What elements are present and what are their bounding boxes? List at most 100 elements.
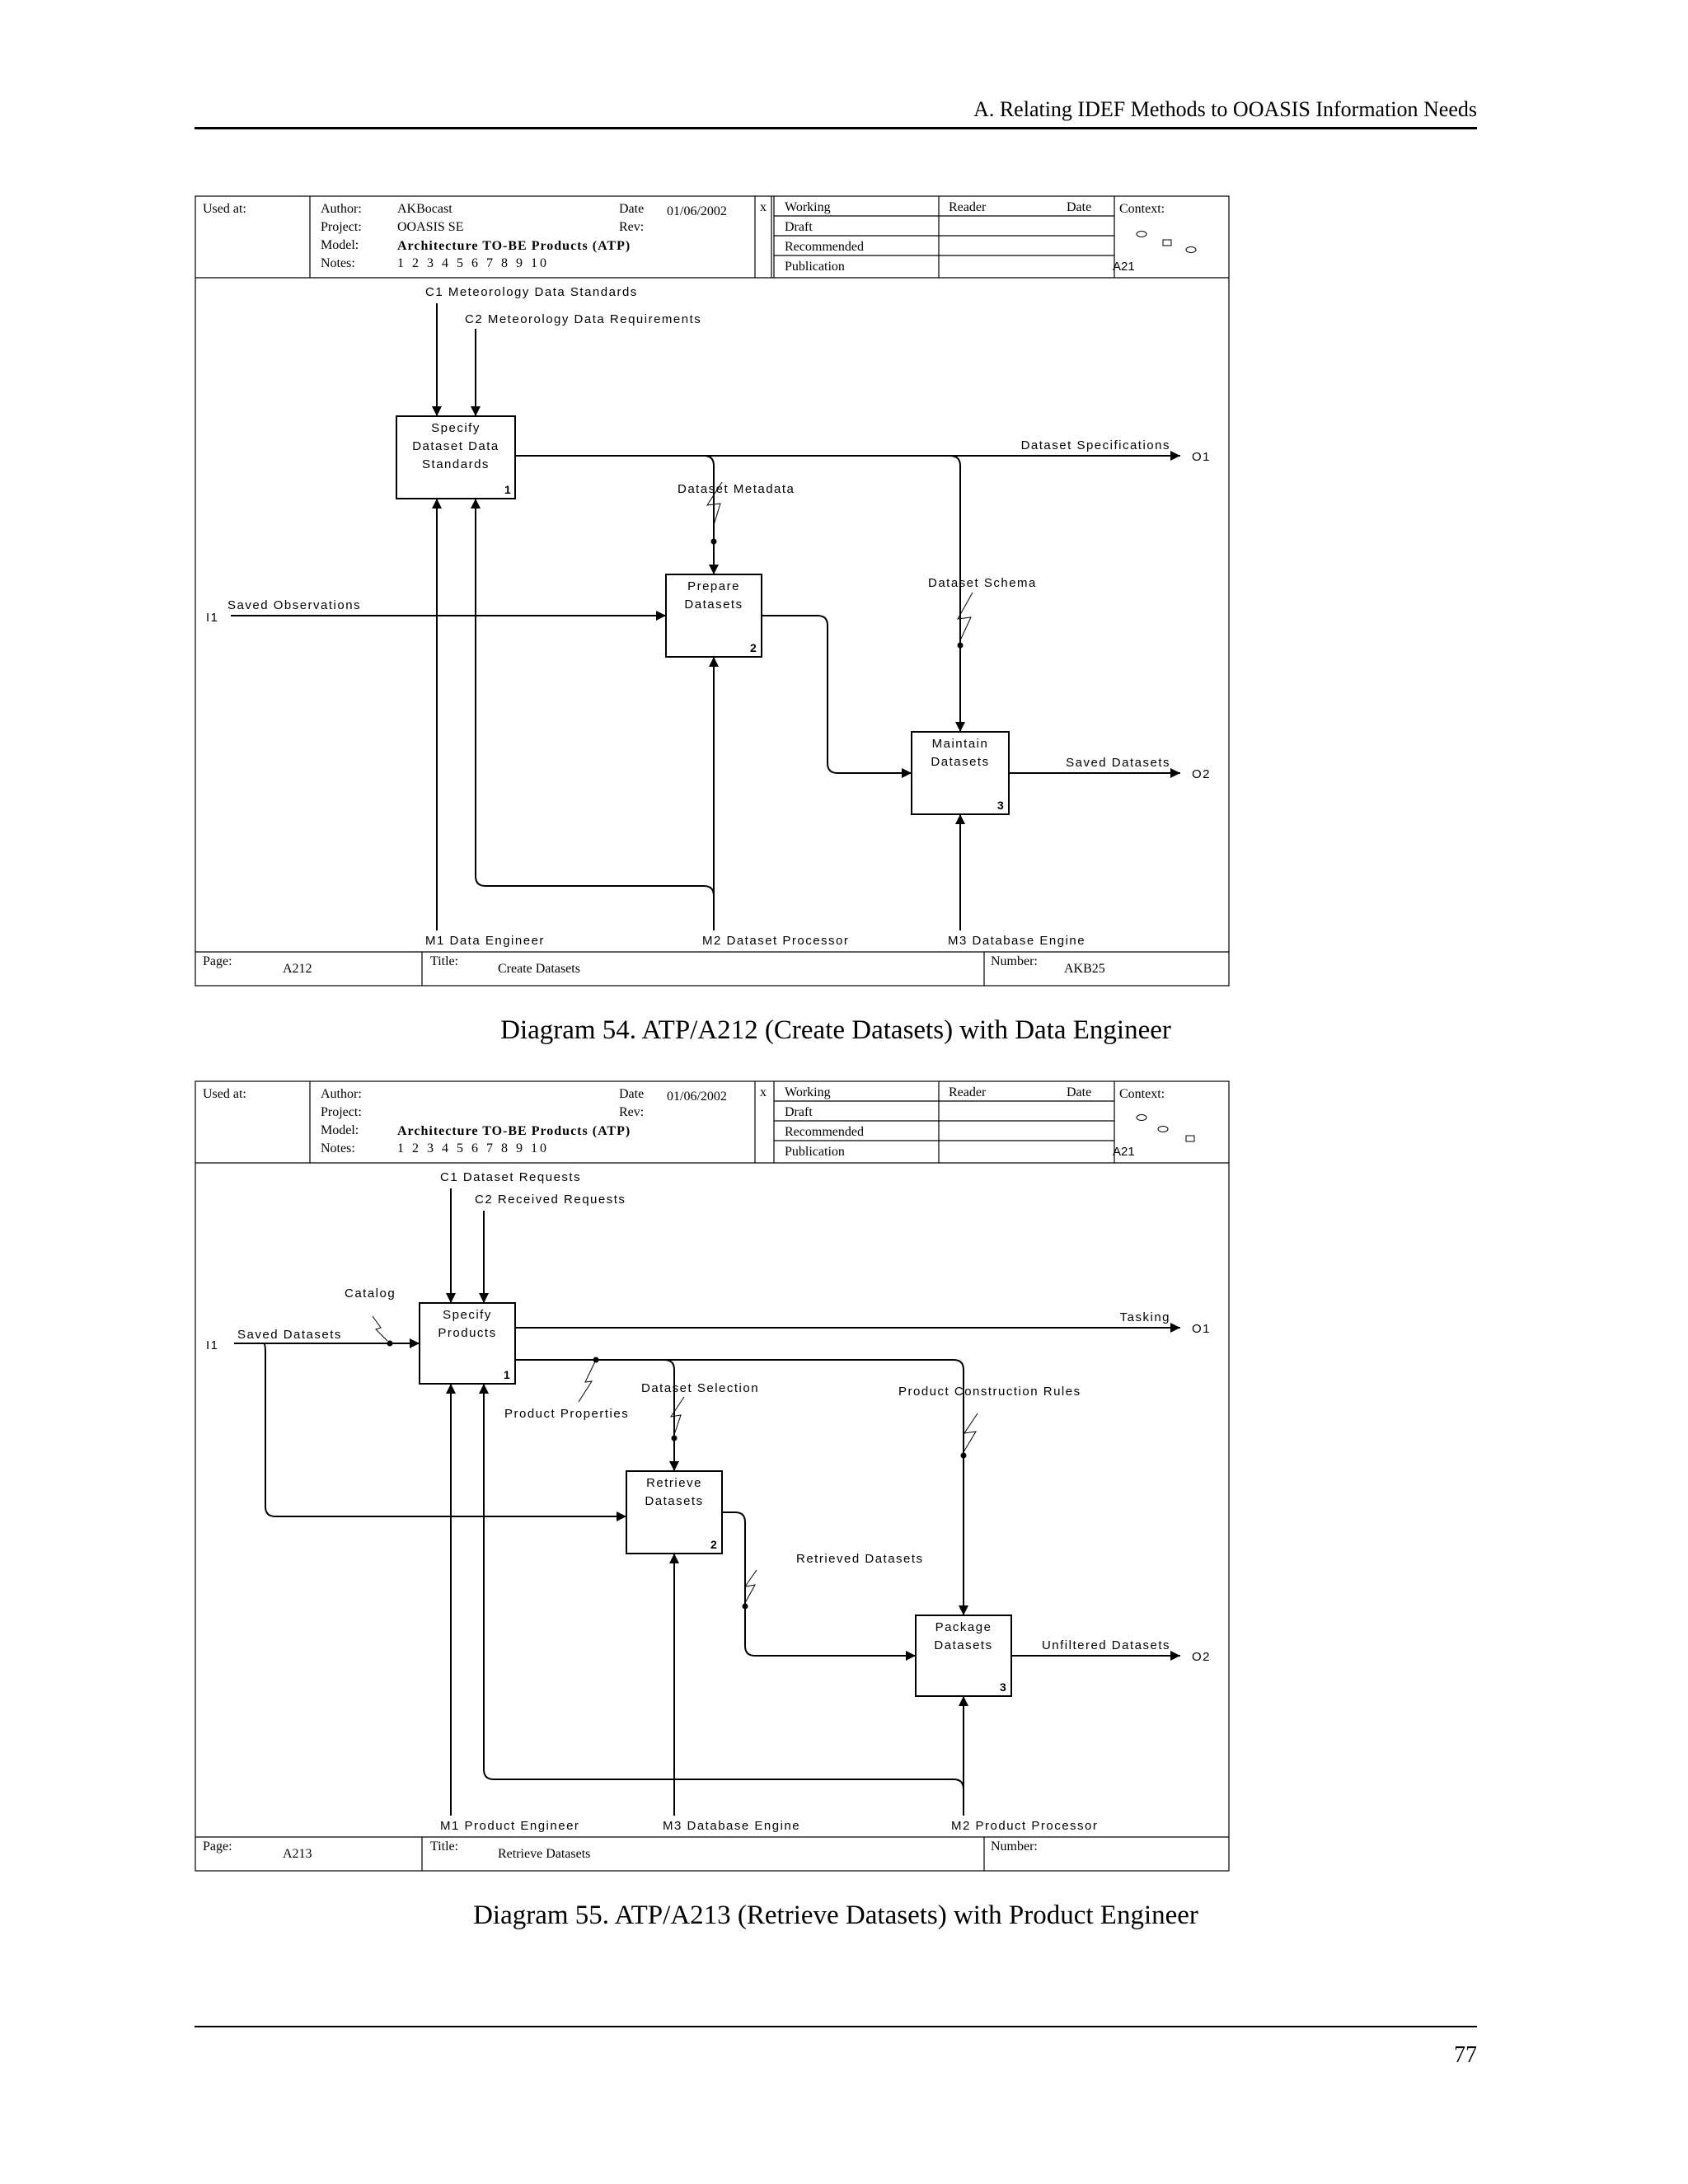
activity-box-2: Retrieve Datasets 2 bbox=[626, 1470, 723, 1554]
author-label: Author: bbox=[321, 202, 362, 216]
arrow-label-m1: M1 Product Engineer bbox=[440, 1819, 579, 1833]
page-label: Page: bbox=[203, 1840, 232, 1854]
arrow-label-i1: I1 bbox=[206, 1338, 219, 1352]
page-value: A212 bbox=[283, 962, 312, 976]
arrow-label-c1: C1 Dataset Requests bbox=[440, 1170, 581, 1184]
arrow-label-c2: C2 Meteorology Data Requirements bbox=[465, 312, 701, 326]
diagram-frame bbox=[195, 1080, 1230, 1872]
status-working: Working bbox=[785, 1085, 831, 1099]
footer-rule bbox=[195, 2026, 1477, 2027]
arrow-label-i1: I1 bbox=[206, 611, 219, 625]
arrow-label-unfiltered-datasets: Unfiltered Datasets bbox=[1042, 1638, 1170, 1652]
status-draft: Draft bbox=[785, 1105, 813, 1119]
reader-date-label: Date bbox=[1067, 1085, 1091, 1099]
reader-date-label: Date bbox=[1067, 200, 1091, 214]
arrow-lines bbox=[234, 1188, 1180, 1816]
arrow-label-saved-datasets: Saved Datasets bbox=[237, 1328, 342, 1342]
activity-box-2: Prepare Datasets 2 bbox=[665, 574, 762, 658]
arrow-label-o1: O1 bbox=[1192, 450, 1211, 464]
notes-label: Notes: bbox=[321, 256, 355, 270]
arrow-label-saved-observations: Saved Observations bbox=[227, 598, 361, 612]
number-label: Number: bbox=[991, 954, 1038, 968]
date-value: 01/06/2002 bbox=[667, 204, 727, 218]
arrow-label-dataset-specifications: Dataset Specifications bbox=[1021, 438, 1170, 452]
context-node: A21 bbox=[1113, 260, 1135, 274]
status-recommended: Recommended bbox=[785, 1125, 864, 1139]
svg-text:2: 2 bbox=[750, 641, 757, 654]
notes-value: 1 2 3 4 5 6 7 8 9 10 bbox=[397, 256, 549, 270]
reader-label: Reader bbox=[949, 1085, 987, 1099]
notes-label: Notes: bbox=[321, 1141, 355, 1155]
arrow-label-retrieved-datasets: Retrieved Datasets bbox=[796, 1552, 924, 1566]
rev-label: Rev: bbox=[619, 1105, 644, 1119]
idef0-diagram-a213: Used at: Author: Project: Model: Notes: … bbox=[195, 1080, 1230, 1876]
rev-label: Rev: bbox=[619, 220, 644, 234]
status-draft: Draft bbox=[785, 220, 813, 234]
arrow-label-product-properties: Product Properties bbox=[504, 1407, 629, 1421]
author-label: Author: bbox=[321, 1087, 362, 1101]
number-value: AKB25 bbox=[1064, 962, 1105, 976]
svg-text:Specify: Specify bbox=[431, 421, 481, 435]
svg-text:Package: Package bbox=[935, 1620, 992, 1634]
date-value: 01/06/2002 bbox=[667, 1090, 727, 1104]
idef0-diagram-a212: Used at: Author: Project: Model: Notes: … bbox=[195, 195, 1230, 991]
arrow-label-o2: O2 bbox=[1192, 1650, 1211, 1664]
arrow-label-m1: M1 Data Engineer bbox=[425, 934, 545, 948]
svg-text:Datasets: Datasets bbox=[934, 1638, 992, 1652]
title-value: Create Datasets bbox=[498, 962, 580, 976]
number-label: Number: bbox=[991, 1840, 1038, 1854]
arrow-label-o2: O2 bbox=[1192, 767, 1211, 781]
svg-text:Dataset Data: Dataset Data bbox=[412, 439, 499, 453]
page-number: 77 bbox=[1454, 2042, 1477, 2068]
page-value: A213 bbox=[283, 1847, 312, 1861]
used-at-label: Used at: bbox=[203, 202, 246, 216]
arrow-label-catalog: Catalog bbox=[345, 1286, 396, 1301]
author-value: AKBocast bbox=[397, 202, 452, 216]
title-value: Retrieve Datasets bbox=[498, 1847, 590, 1861]
working-mark: x bbox=[760, 1085, 767, 1099]
title-label: Title: bbox=[430, 954, 458, 968]
date-label: Date bbox=[619, 1087, 644, 1101]
project-label: Project: bbox=[321, 1105, 362, 1119]
diagram-frame bbox=[195, 195, 1230, 987]
page-label: Page: bbox=[203, 954, 232, 968]
svg-text:Prepare: Prepare bbox=[687, 579, 740, 593]
status-working: Working bbox=[785, 200, 831, 214]
project-value: OOASIS SE bbox=[397, 220, 463, 234]
activity-box-1: Specify Dataset Data Standards 1 bbox=[396, 415, 516, 499]
context-node: A21 bbox=[1113, 1145, 1135, 1159]
diagram-caption: Diagram 55. ATP/A213 (Retrieve Datasets)… bbox=[473, 1900, 1198, 1930]
arrow-label-dataset-metadata: Dataset Metadata bbox=[678, 482, 795, 496]
context-thumbnail-icon bbox=[1136, 231, 1197, 253]
model-value: Architecture TO-BE Products (ATP) bbox=[397, 239, 631, 253]
svg-text:3: 3 bbox=[1000, 1680, 1006, 1694]
arrow-label-c2: C2 Received Requests bbox=[475, 1193, 626, 1207]
arrow-label-product-construction-rules: Product Construction Rules bbox=[898, 1385, 1081, 1399]
title-label: Title: bbox=[430, 1840, 458, 1854]
status-recommended: Recommended bbox=[785, 240, 864, 254]
svg-text:Specify: Specify bbox=[443, 1308, 492, 1322]
used-at-label: Used at: bbox=[203, 1087, 246, 1101]
status-publication: Publication bbox=[785, 260, 845, 274]
arrow-label-m2: M2 Dataset Processor bbox=[702, 934, 849, 948]
svg-text:Datasets: Datasets bbox=[684, 598, 743, 612]
arrow-label-dataset-schema: Dataset Schema bbox=[928, 576, 1037, 590]
context-label: Context: bbox=[1119, 1087, 1165, 1101]
model-label: Model: bbox=[321, 238, 359, 252]
svg-text:Maintain: Maintain bbox=[932, 737, 989, 751]
context-thumbnail-icon bbox=[1136, 1114, 1195, 1142]
notes-value: 1 2 3 4 5 6 7 8 9 10 bbox=[397, 1141, 549, 1155]
working-mark: x bbox=[760, 200, 767, 214]
diagram-caption: Diagram 54. ATP/A212 (Create Datasets) w… bbox=[500, 1015, 1171, 1045]
svg-text:Datasets: Datasets bbox=[931, 755, 989, 769]
arrow-lines bbox=[231, 303, 1180, 930]
arrow-label-c1: C1 Meteorology Data Standards bbox=[425, 285, 638, 299]
arrow-label-dataset-selection: Dataset Selection bbox=[641, 1381, 759, 1395]
activity-box-3: Maintain Datasets 3 bbox=[911, 731, 1010, 815]
model-label: Model: bbox=[321, 1123, 359, 1137]
svg-text:Retrieve: Retrieve bbox=[646, 1476, 702, 1490]
project-label: Project: bbox=[321, 220, 362, 234]
status-publication: Publication bbox=[785, 1145, 845, 1159]
arrow-label-m3: M3 Database Engine bbox=[663, 1819, 800, 1833]
svg-text:Standards: Standards bbox=[422, 457, 490, 471]
